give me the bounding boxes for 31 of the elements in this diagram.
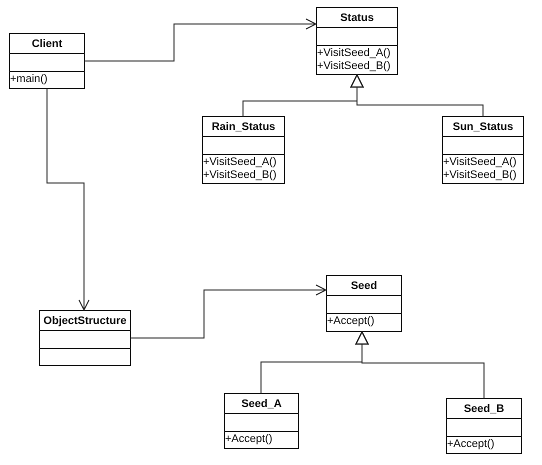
class-box xyxy=(446,398,522,454)
method-name: +main() xyxy=(10,73,48,86)
class-name: Seed_B xyxy=(464,402,504,414)
class-box xyxy=(39,310,131,366)
class-box xyxy=(202,116,285,184)
generalization-arrow xyxy=(355,331,484,398)
class-box xyxy=(9,33,85,89)
class-box xyxy=(316,7,398,75)
generalization-arrow xyxy=(350,74,484,116)
association-arrow xyxy=(130,284,326,338)
method-name: +VisitSeed_B() xyxy=(203,169,276,182)
class-name: Rain_Status xyxy=(212,120,276,132)
class-box xyxy=(326,275,402,332)
method-name: +Accept() xyxy=(447,438,494,451)
class-name: Sun_Status xyxy=(452,120,514,132)
method-name: +VisitSeed_A() xyxy=(203,156,276,169)
method-name: +VisitSeed_B() xyxy=(443,169,516,182)
class-name: Client xyxy=(32,38,62,50)
class-name: Seed_A xyxy=(241,398,282,410)
association-arrow xyxy=(46,88,90,310)
class-box xyxy=(224,393,299,449)
method-name: +Accept() xyxy=(327,315,374,328)
method-name: +VisitSeed_A() xyxy=(443,156,516,169)
method-name: +VisitSeed_A() xyxy=(317,47,390,60)
class-name: Seed xyxy=(350,280,378,292)
class-name: ObjectStructure xyxy=(43,314,127,326)
class-name: Status xyxy=(340,12,374,24)
class-box xyxy=(442,116,524,184)
method-name: +VisitSeed_B() xyxy=(317,60,390,73)
method-name: +Accept() xyxy=(225,433,272,446)
association-arrow xyxy=(84,18,316,62)
